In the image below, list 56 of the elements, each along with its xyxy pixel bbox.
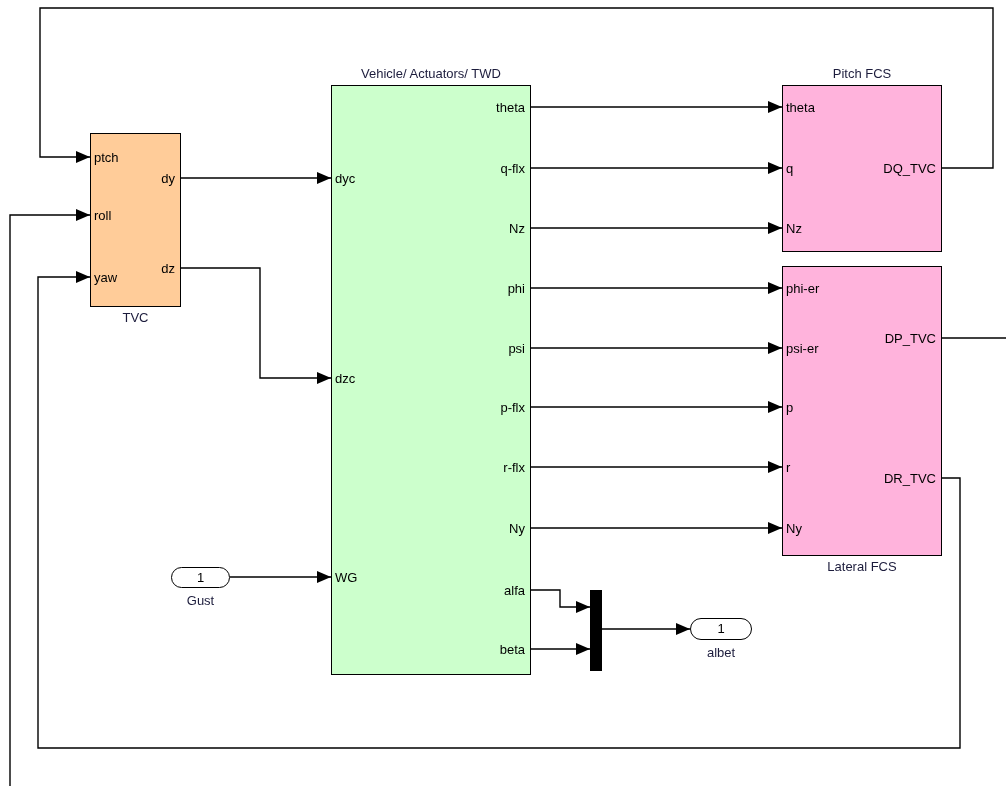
block-label: albet [706,645,736,661]
port-label: beta [499,642,525,658]
signal-line [530,401,783,413]
signal-line [530,643,591,655]
port-label: Ny [786,521,802,537]
port-number: 1 [716,620,726,638]
port-label: psi [508,341,525,357]
port-label: ptch [94,150,119,166]
signal-line [530,101,783,113]
port-label: DP_TVC [884,331,936,347]
signal-line [530,342,783,354]
port-label: dyc [335,171,356,187]
signal-line [180,172,332,184]
port-label: dy [161,171,175,187]
block-title: TVC [122,310,149,326]
port-label: dz [161,261,175,277]
signal-line [530,522,783,534]
port-label: DR_TVC [884,471,936,487]
signal-line [530,589,591,613]
port-label: DQ_TVC [883,161,936,177]
signal-line [530,162,783,174]
signal-line [180,267,332,384]
port-label: r-flx [503,460,525,476]
signal-line [601,623,691,635]
port-label: dzc [335,371,356,387]
signal-line [39,7,994,169]
block-title: Pitch FCS [832,66,892,82]
port-label: theta [496,100,525,116]
signal-line [530,282,783,294]
port-label: q-flx [500,161,525,177]
port-label: phi-er [786,281,820,297]
block-title: Vehicle/ Actuators/ TWD [361,66,501,82]
port-label: Ny [509,521,525,537]
port-label: psi-er [786,341,819,357]
port-label: Nz [786,221,802,237]
port-label: phi [507,281,525,297]
port-label: roll [94,208,112,224]
port-label: r [786,460,791,476]
port-label: alfa [504,583,525,599]
port-label: yaw [94,270,118,286]
signal-line [37,271,961,749]
mux-bar [590,590,602,671]
port-label: WG [335,570,358,586]
signal-line [9,209,91,787]
port-label: Nz [509,221,525,237]
port-label: theta [786,100,815,116]
signal-line [229,571,332,583]
signal-line [530,461,783,473]
port-label: p-flx [500,400,525,416]
port-label: q [786,161,794,177]
block-title: Lateral FCS [827,559,897,575]
signal-line [530,222,783,234]
port-number: 1 [195,568,206,587]
signal-line [941,337,1007,339]
block-label: Gust [186,593,215,609]
port-label: p [786,400,794,416]
